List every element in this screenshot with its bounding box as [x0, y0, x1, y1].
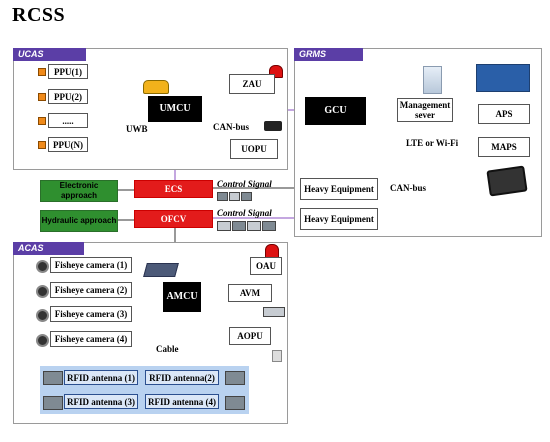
zau-box: ZAU — [229, 74, 275, 94]
camera-icon — [36, 285, 49, 298]
device-icon — [264, 121, 282, 131]
aopu-box: AOPU — [229, 327, 271, 345]
fisheye-camera-3: Fisheye camera (3) — [50, 306, 132, 322]
signal-photo — [262, 221, 276, 231]
rfid-antenna-3: RFID antenna (3) — [64, 394, 138, 409]
rfid-photo — [43, 371, 63, 385]
grms-tab: GRMS — [294, 48, 363, 61]
rfid-photo — [225, 371, 245, 385]
camera-icon — [36, 260, 49, 273]
amcu-box: AMCU — [163, 282, 201, 312]
rfid-antenna-4: RFID antenna (4) — [145, 394, 219, 409]
control-signal-1: Control Signal — [217, 179, 272, 189]
ucas-tab: UCAS — [13, 48, 86, 61]
aps-box: APS — [478, 104, 530, 124]
camera-icon — [36, 334, 49, 347]
ppu-icon — [38, 117, 46, 125]
rfid-photo — [225, 396, 245, 410]
camera-icon — [36, 309, 49, 322]
dashboard-screenshot — [476, 64, 530, 92]
ecs-box: ECS — [134, 180, 213, 198]
ppu-icon — [38, 68, 46, 76]
page-title: RCSS — [12, 4, 66, 26]
ppu-icon — [38, 141, 46, 149]
maps-box: MAPS — [478, 137, 530, 157]
heavy-equipment-2: Heavy Equipment — [300, 208, 378, 230]
ppu-1: PPU(1) — [48, 64, 88, 79]
signal-photo — [229, 192, 240, 201]
ppu-ellipsis: ..... — [48, 113, 88, 128]
management-server-box: Management sever — [397, 98, 453, 122]
fisheye-camera-4: Fisheye camera (4) — [50, 331, 132, 347]
ppu-n: PPU(N) — [48, 137, 88, 152]
avm-photo — [263, 307, 285, 317]
signal-photo — [217, 192, 228, 201]
uwb-label: UWB — [126, 124, 148, 134]
ofcv-box: OFCV — [134, 210, 213, 228]
avm-box: AVM — [228, 284, 272, 302]
heavy-equipment-1: Heavy Equipment — [300, 178, 378, 200]
uopu-box: UOPU — [230, 139, 278, 159]
tablet-icon — [486, 165, 528, 197]
fisheye-camera-1: Fisheye camera (1) — [50, 257, 132, 273]
umcu-box: UMCU — [148, 96, 202, 122]
signal-photo — [247, 221, 261, 231]
rfid-antenna-2: RFID antenna(2) — [145, 370, 219, 385]
switch-icon — [272, 350, 282, 362]
control-signal-2: Control Signal — [217, 208, 272, 218]
signal-photo — [241, 192, 252, 201]
signal-photo — [217, 221, 231, 231]
electronic-approach-box: Electronic approach — [40, 180, 118, 202]
server-icon — [423, 66, 442, 94]
controller-device-icon — [143, 263, 179, 277]
grms-canbus-label: CAN-bus — [390, 183, 427, 193]
helmet-icon — [143, 80, 169, 94]
lte-label: LTE or Wi-Fi — [406, 138, 459, 148]
fisheye-camera-2: Fisheye camera (2) — [50, 282, 132, 298]
rfid-antenna-1: RFID antenna (1) — [64, 370, 138, 385]
cable-label: Cable — [156, 344, 179, 354]
hydraulic-approach-box: Hydraulic approach — [40, 210, 118, 232]
signal-photo — [232, 221, 246, 231]
ucas-canbus-label: CAN-bus — [213, 122, 250, 132]
gcu-box: GCU — [305, 97, 366, 125]
ppu-icon — [38, 93, 46, 101]
acas-tab: ACAS — [13, 242, 84, 255]
rfid-photo — [43, 396, 63, 410]
oau-box: OAU — [250, 257, 282, 275]
ppu-2: PPU(2) — [48, 89, 88, 104]
